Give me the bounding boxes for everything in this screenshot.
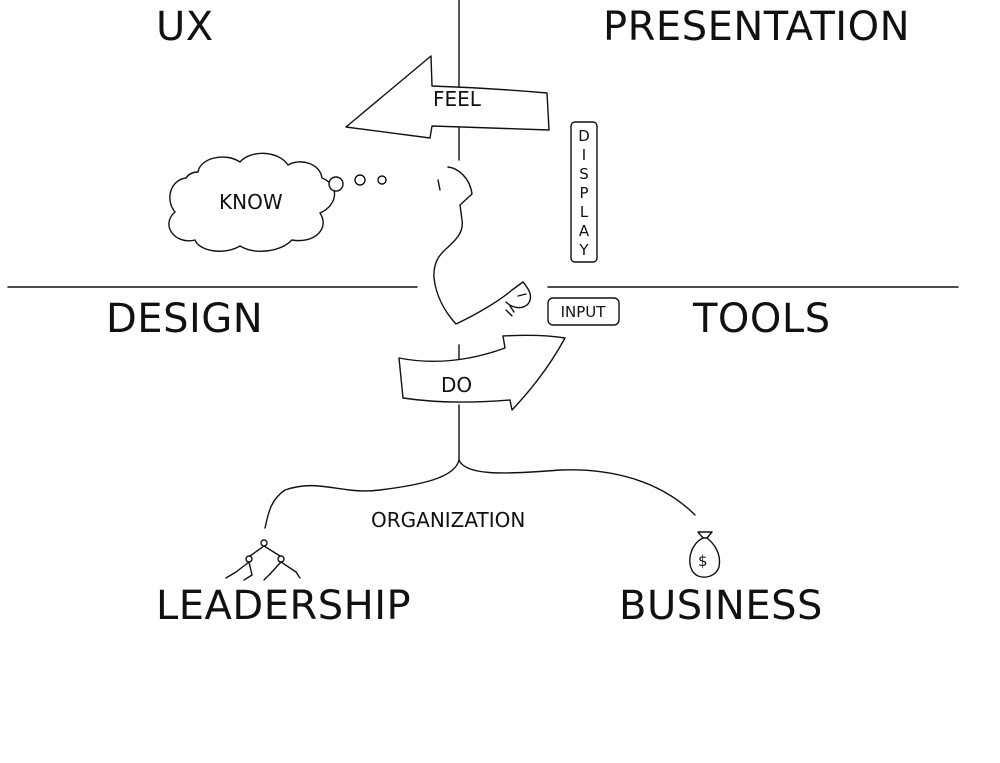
leadership-label: LEADERSHIP <box>156 583 411 629</box>
input-label: INPUT <box>561 303 607 321</box>
do-label: DO <box>441 373 472 397</box>
pointing-hand-icon <box>505 281 532 317</box>
organization-label: ORGANIZATION <box>371 508 525 532</box>
quadrant-label-ux: UX <box>156 4 214 50</box>
money-bag-icon: $ <box>689 531 721 578</box>
thought-bubble-small <box>377 175 387 185</box>
input-box <box>547 297 620 326</box>
business-label: BUSINESS <box>619 583 823 629</box>
display-letter: D <box>578 127 590 145</box>
display-letter: A <box>579 222 590 240</box>
display-box <box>570 121 598 263</box>
organization-branch-right <box>458 459 696 516</box>
money-bag-symbol: $ <box>698 552 708 570</box>
eye-mark <box>437 179 441 191</box>
display-letter: S <box>579 165 589 183</box>
org-chart-icon <box>225 539 301 581</box>
quadrant-label-presentation: PRESENTATION <box>603 4 910 50</box>
know-label: KNOW <box>219 190 283 214</box>
display-letter: P <box>579 184 588 202</box>
do-arrow <box>398 334 566 411</box>
thought-bubble-large <box>328 176 344 192</box>
quadrant-label-design: DESIGN <box>106 296 263 342</box>
thought-bubble-medium <box>354 174 366 186</box>
quadrant-label-tools: TOOLS <box>692 296 831 342</box>
feel-arrow <box>345 55 550 139</box>
head-profile <box>433 166 524 325</box>
display-letters: D I S P L A Y <box>578 127 590 259</box>
feel-label: FEEL <box>433 87 482 111</box>
display-letter: Y <box>578 241 589 259</box>
organization-branch-left <box>264 459 460 529</box>
display-letter: L <box>580 203 589 221</box>
thought-cloud <box>168 152 336 252</box>
display-letter: I <box>582 146 586 164</box>
